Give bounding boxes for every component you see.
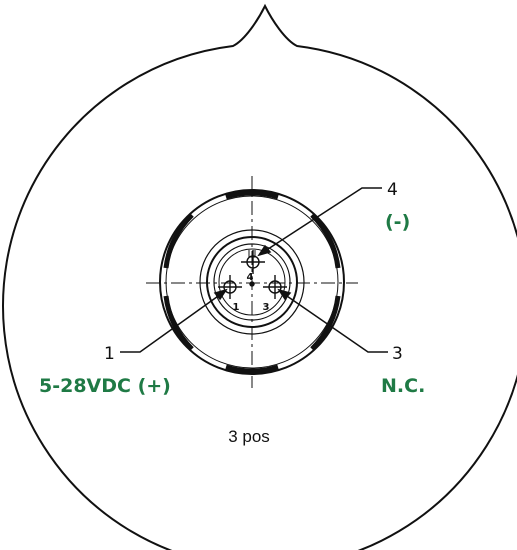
housing-outline (2, 3, 517, 550)
pin-4-contact (241, 250, 265, 274)
face-number-4: 4 (247, 272, 254, 283)
face-number-1: 1 (233, 302, 240, 313)
signal-label-pin-1: 5-28VDC (+) (39, 375, 171, 397)
callout-3: 3 (392, 344, 403, 364)
callout-4: 4 (387, 180, 398, 200)
face-number-3: 3 (263, 302, 270, 313)
pin-1-contact (218, 275, 242, 299)
leader-lines (120, 187, 388, 353)
signal-label-pin-3: N.C. (381, 375, 425, 397)
pin-contacts (218, 250, 287, 299)
signal-label-pin-4: (-) (385, 211, 410, 233)
position-count-label: 3 pos (228, 427, 270, 446)
pin-3-contact (263, 275, 287, 299)
callout-1: 1 (104, 344, 115, 364)
